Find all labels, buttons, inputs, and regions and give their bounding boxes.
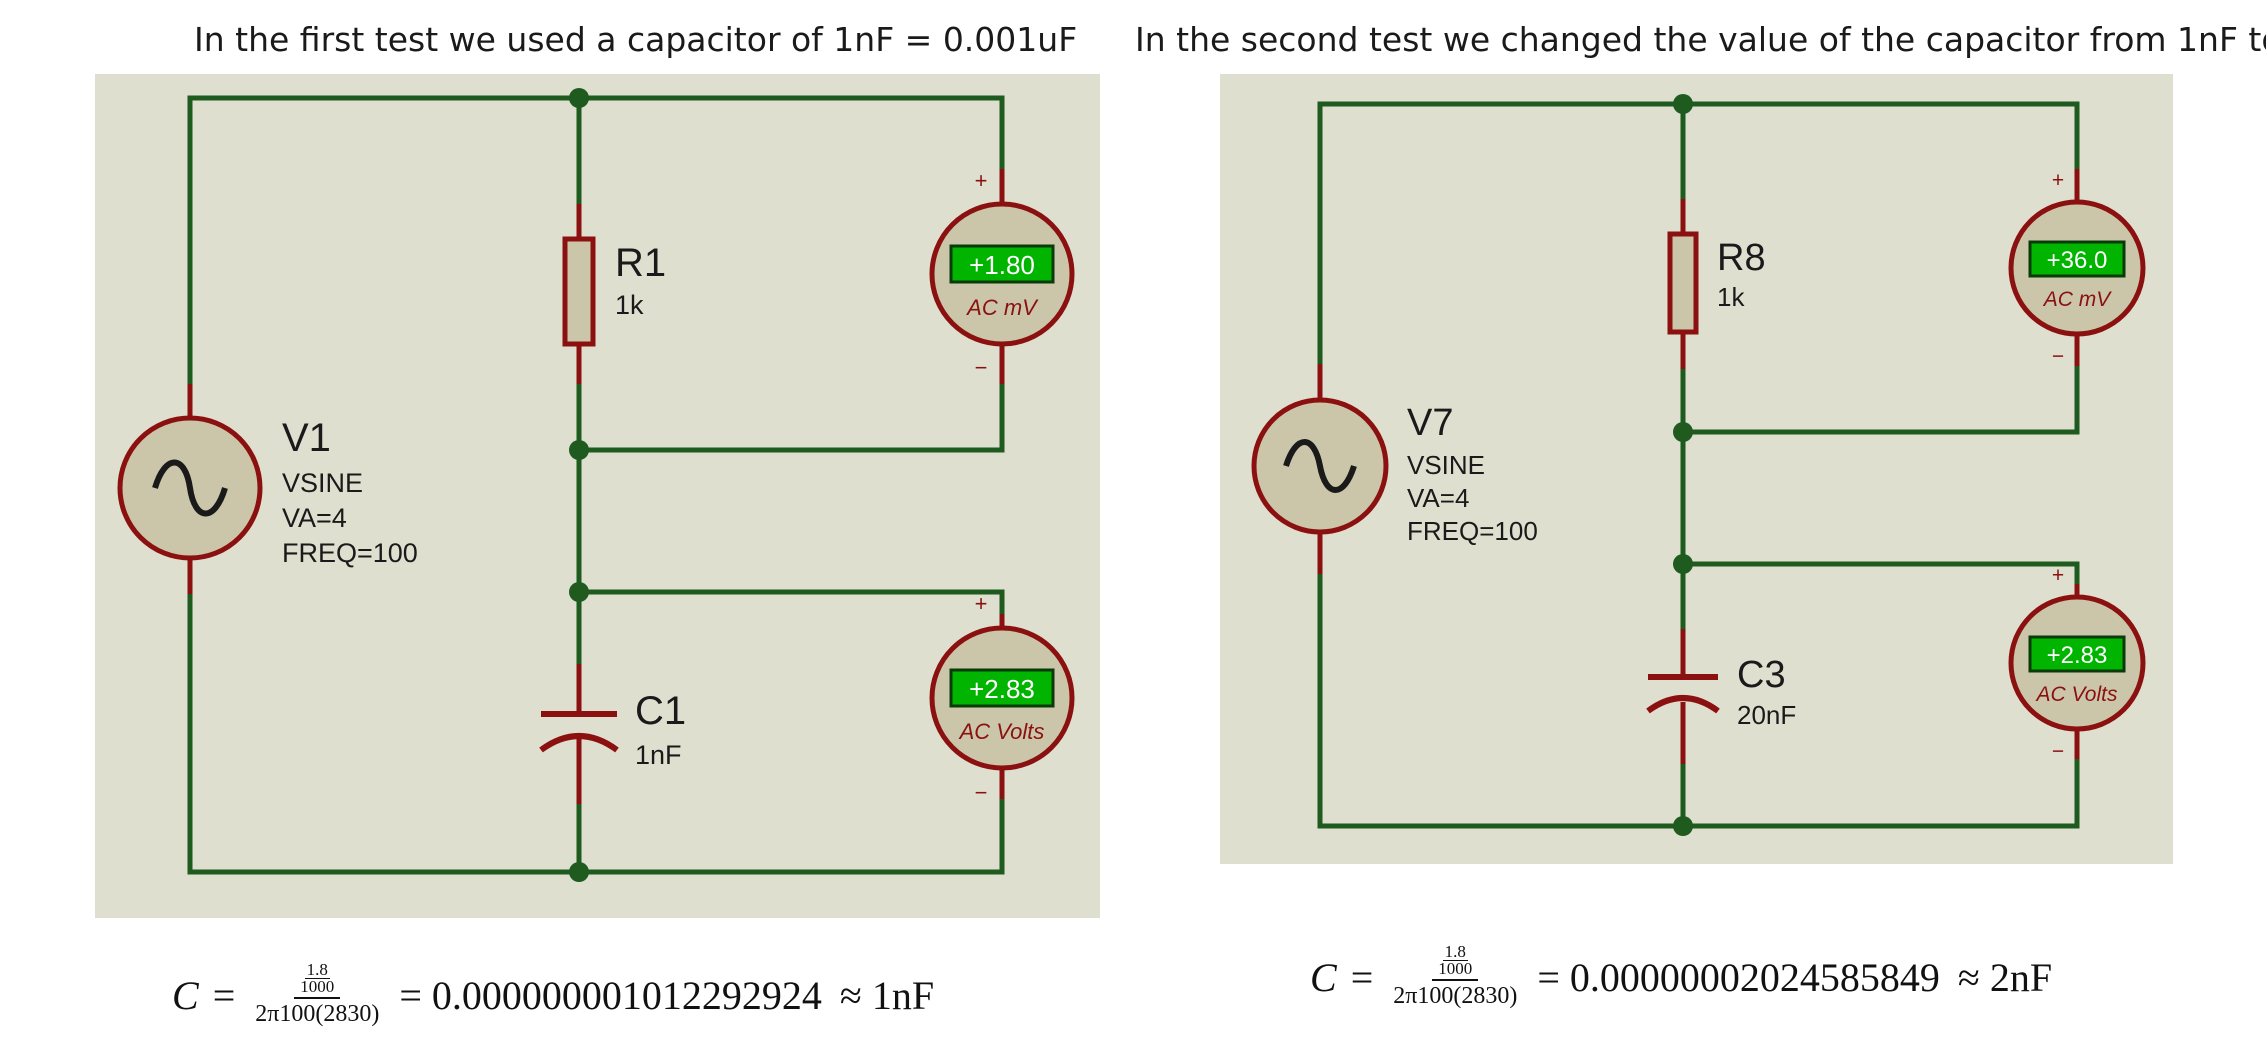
meter-reading: +1.80 bbox=[969, 250, 1035, 280]
capacitor-c3[interactable]: C3 20nF bbox=[1646, 629, 1796, 764]
capacitor-curved-plate-icon bbox=[1646, 695, 1720, 714]
junctions-1 bbox=[569, 88, 589, 882]
meter-reading: +36.0 bbox=[2047, 247, 2108, 274]
resistor-r1[interactable]: R1 1k bbox=[562, 204, 666, 384]
resistor-value: 1k bbox=[1717, 282, 1745, 312]
schematic-1: V1 VSINE VA=4 FREQ=100 R1 1k C1 1nF bbox=[117, 88, 1075, 882]
meter-unit: AC mV bbox=[2042, 288, 2113, 311]
minus-terminal: − bbox=[2052, 740, 2064, 763]
capacitor-value: 1nF bbox=[635, 740, 682, 770]
meter-unit: AC Volts bbox=[2035, 683, 2118, 706]
junction bbox=[1673, 422, 1693, 442]
meter-display bbox=[949, 668, 1055, 708]
sine-wave-icon bbox=[152, 459, 228, 517]
voltage-source-v7[interactable]: V7 VSINE VA=4 FREQ=100 bbox=[1251, 364, 1538, 574]
formula-lhs: C bbox=[172, 972, 199, 1018]
capacitor-curved-plate-icon bbox=[539, 733, 619, 753]
resistor-r8[interactable]: R8 1k bbox=[1667, 199, 1766, 369]
junction bbox=[569, 440, 589, 460]
formula-equals: = bbox=[212, 972, 236, 1018]
ac-voltmeter-2[interactable]: +2.83 AC Volts + − bbox=[2008, 564, 2146, 763]
resistor-name: R1 bbox=[615, 241, 666, 285]
junction bbox=[569, 862, 589, 882]
wire-meter2-feed bbox=[1683, 561, 2080, 589]
numerator-bottom: 1000 bbox=[300, 977, 335, 996]
resistor-icon bbox=[562, 236, 596, 347]
formula-lhs: C bbox=[1310, 954, 1337, 1000]
schematic-panel-2: V7 VSINE VA=4 FREQ=100 R8 1k C3 20nF +36… bbox=[1220, 74, 2173, 864]
minus-terminal: − bbox=[975, 780, 988, 805]
formula-denominator: 2π100(2830) bbox=[1393, 983, 1518, 1009]
formula-denominator: 2π100(2830) bbox=[255, 1001, 380, 1027]
wire-bottom bbox=[187, 594, 1005, 875]
source-name: V1 bbox=[282, 416, 331, 460]
schematic-2: V7 VSINE VA=4 FREQ=100 R8 1k C3 20nF +36… bbox=[1251, 94, 2146, 836]
numerator-top: 1.8 bbox=[1442, 942, 1468, 961]
wire-meter1-return bbox=[579, 384, 1005, 453]
junction bbox=[1673, 94, 1693, 114]
source-type: VSINE bbox=[282, 468, 363, 498]
junctions-2 bbox=[1673, 94, 1693, 836]
plus-terminal: + bbox=[2052, 564, 2064, 587]
source-frequency: FREQ=100 bbox=[1407, 516, 1538, 546]
junction bbox=[569, 582, 589, 602]
wire-meter1-return bbox=[1683, 364, 2080, 435]
formula-result: = 0.000000001012292924 bbox=[399, 972, 822, 1018]
ac-millivoltmeter-1[interactable]: +1.80 AC mV + − bbox=[929, 168, 1075, 384]
source-amplitude: VA=4 bbox=[282, 503, 347, 533]
meter-display bbox=[2028, 635, 2126, 673]
caption-test-2: In the second test we changed the value … bbox=[1135, 20, 2266, 59]
source-frequency: FREQ=100 bbox=[282, 538, 418, 568]
formula-approx: ≈ 1nF bbox=[839, 972, 935, 1018]
sine-wave-icon bbox=[1283, 439, 1357, 493]
resistor-icon bbox=[1667, 231, 1699, 335]
ac-millivoltmeter-2[interactable]: +36.0 AC mV + − bbox=[2008, 169, 2146, 368]
numerator-top: 1.8 bbox=[304, 960, 330, 979]
wire-meter2-feed bbox=[579, 589, 1005, 619]
schematic-panel-1: V1 VSINE VA=4 FREQ=100 R1 1k C1 1nF bbox=[95, 74, 1100, 918]
meter-display bbox=[2028, 240, 2126, 278]
source-name: V7 bbox=[1407, 402, 1453, 444]
resistor-value: 1k bbox=[615, 290, 644, 320]
junction bbox=[1673, 816, 1693, 836]
meter-unit: AC Volts bbox=[958, 719, 1045, 744]
minus-terminal: − bbox=[2052, 345, 2064, 368]
junction bbox=[569, 88, 589, 108]
numerator-bottom: 1000 bbox=[1438, 959, 1473, 978]
meter-reading: +2.83 bbox=[969, 674, 1035, 704]
plus-terminal: + bbox=[975, 591, 988, 616]
junction bbox=[1673, 554, 1693, 574]
meter-reading: +2.83 bbox=[2047, 642, 2108, 669]
meter-unit: AC mV bbox=[965, 295, 1039, 320]
capacitor-value: 20nF bbox=[1737, 700, 1796, 730]
source-amplitude: VA=4 bbox=[1407, 483, 1469, 513]
plus-terminal: + bbox=[975, 168, 988, 193]
formula-approx: ≈ 2nF bbox=[1957, 954, 2053, 1000]
source-type: VSINE bbox=[1407, 450, 1485, 480]
minus-terminal: − bbox=[975, 355, 988, 380]
capacitor-c1[interactable]: C1 1nF bbox=[539, 664, 686, 804]
capacitor-name: C1 bbox=[635, 689, 686, 733]
formula-equals: = bbox=[1350, 954, 1374, 1000]
formula-result: = 0.00000002024585849 bbox=[1537, 954, 1940, 1000]
wire-top bbox=[187, 95, 1005, 454]
resistor-name: R8 bbox=[1717, 237, 1766, 279]
caption-test-1: In the first test we used a capacitor of… bbox=[194, 20, 1078, 59]
plus-terminal: + bbox=[2052, 169, 2064, 192]
voltage-source-v1[interactable]: V1 VSINE VA=4 FREQ=100 bbox=[117, 384, 418, 594]
meter-display bbox=[949, 244, 1055, 284]
ac-voltmeter-1[interactable]: +2.83 AC Volts + − bbox=[929, 591, 1075, 805]
capacitor-name: C3 bbox=[1737, 654, 1786, 696]
